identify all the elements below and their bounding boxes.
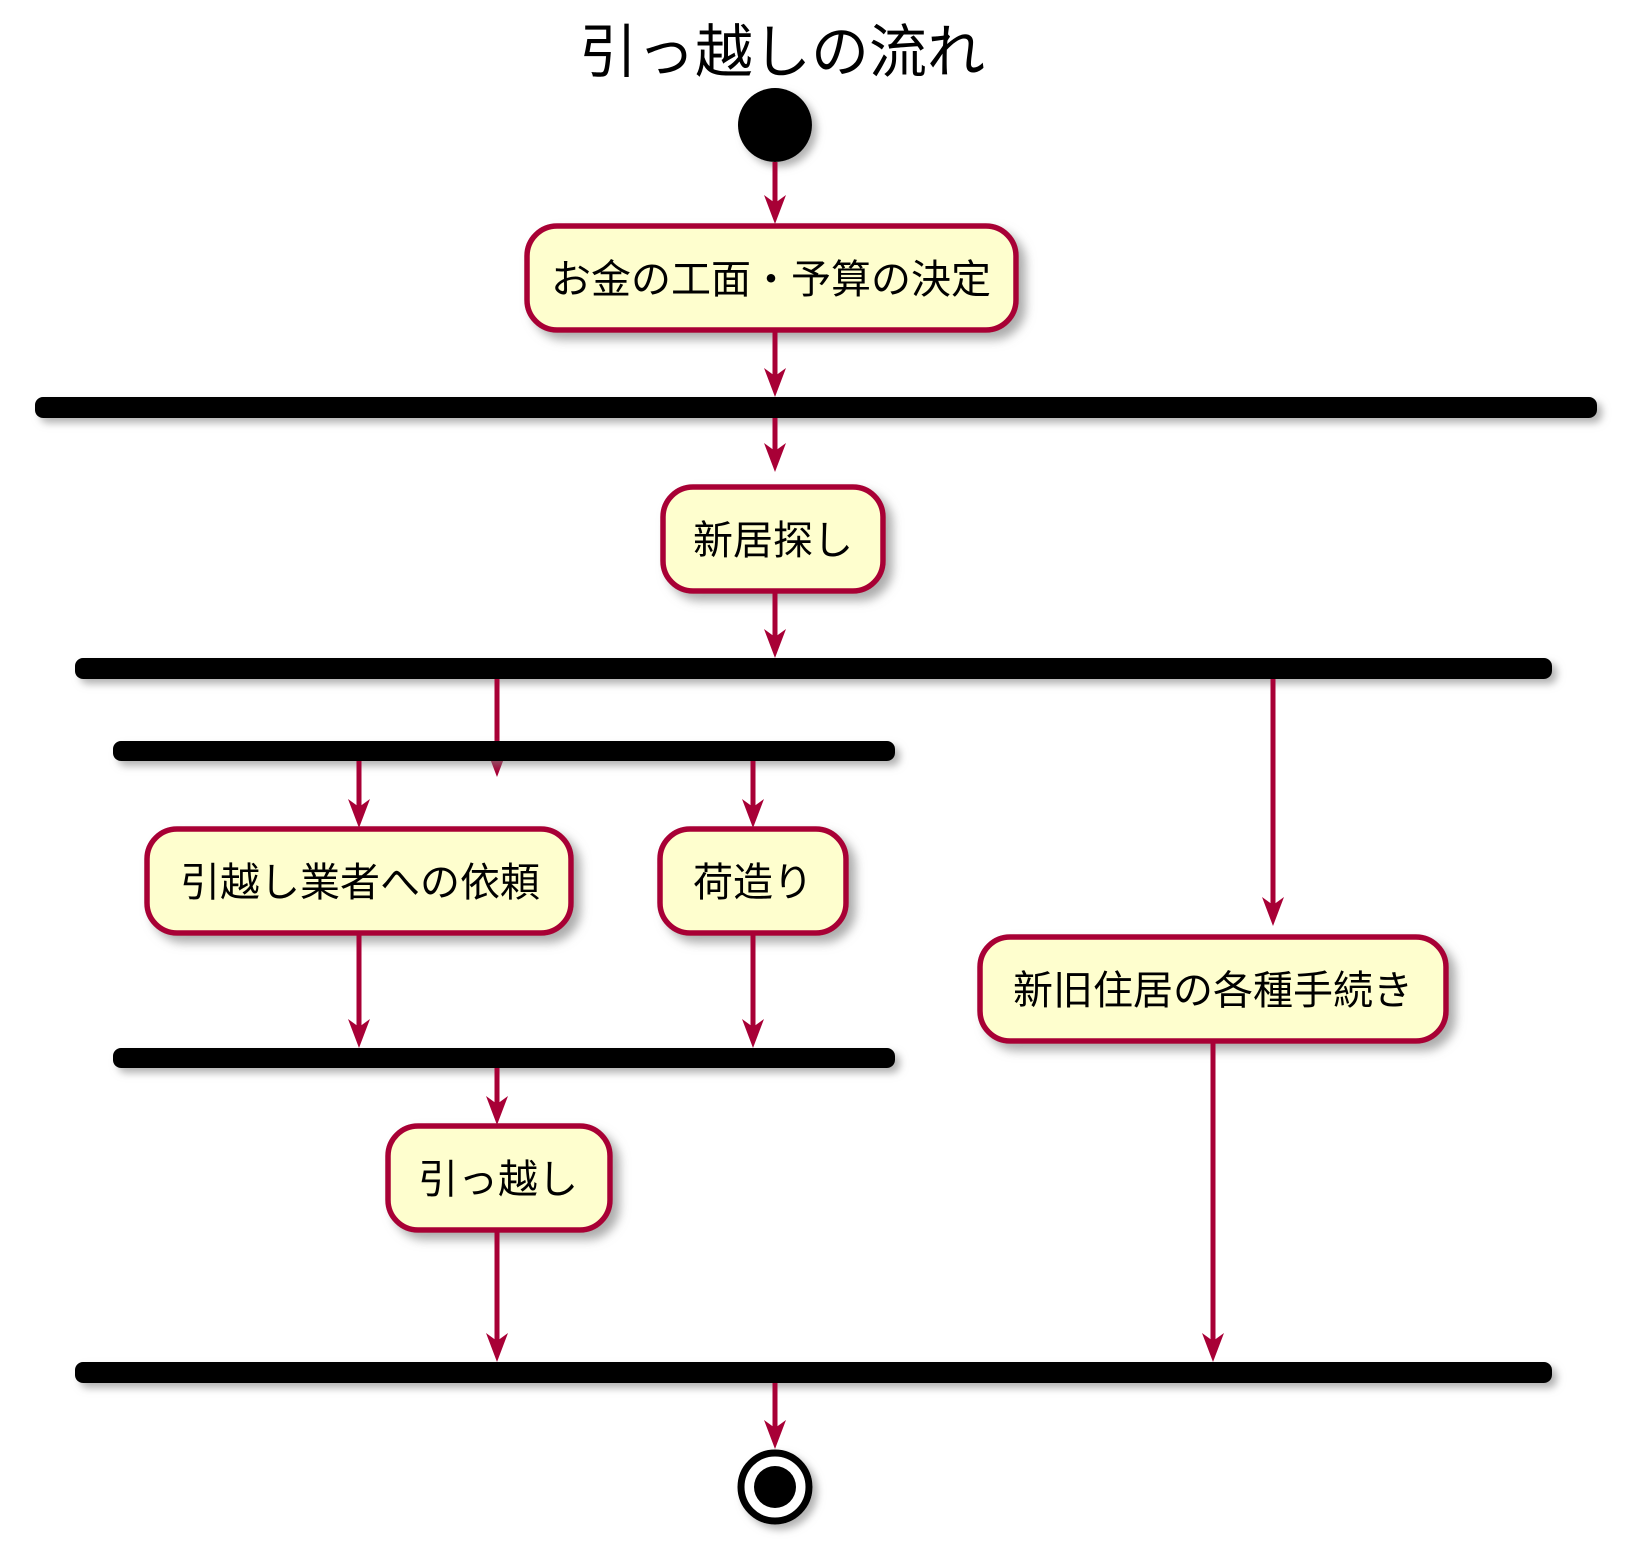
- activity-box-budget: [524, 223, 1019, 333]
- activity-label-mover: 引越し業者への依頼: [180, 860, 540, 906]
- fork-bar-2: [75, 658, 1552, 679]
- diagram-title: 引っ越しの流れ: [579, 18, 985, 86]
- fork-bar-3: [113, 741, 895, 761]
- edge-newhome-to-fork2: [764, 591, 786, 658]
- join-bar-2: [75, 1362, 1552, 1383]
- activity-label-procedures: 新旧住居の各種手続き: [1013, 968, 1413, 1014]
- edge-budget-to-fork1: [764, 330, 786, 397]
- edge-join1-to-move: [486, 1068, 508, 1125]
- activity-node-procedures[interactable]: 新旧住居の各種手続き: [977, 934, 1449, 1044]
- fork-bar-1: [35, 397, 1597, 418]
- activity-node-packing[interactable]: 荷造り: [657, 826, 849, 936]
- activity-label-packing: 荷造り: [693, 860, 813, 906]
- edge-start-to-budget: [764, 162, 786, 224]
- edge-fork2-to-procedures: [1262, 679, 1284, 926]
- edge-move-to-join2: [486, 1230, 508, 1362]
- join-bar-1: [113, 1048, 895, 1068]
- edge-packing-to-join1: [742, 933, 764, 1048]
- activity-label-new-home: 新居探し: [693, 518, 853, 564]
- activity-node-new-home[interactable]: 新居探し: [660, 484, 886, 594]
- end-node: [737, 1449, 813, 1525]
- edge-join2-to-end: [764, 1383, 786, 1449]
- start-node: [738, 88, 812, 162]
- activity-node-move[interactable]: 引っ越し: [385, 1123, 613, 1233]
- edge-fork2-to-fork3: [486, 679, 508, 777]
- activity-label-budget: お金の工面・予算の決定: [551, 257, 991, 303]
- activity-node-mover[interactable]: 引越し業者への依頼: [144, 826, 574, 936]
- activity-label-move: 引っ越し: [418, 1157, 578, 1203]
- edge-fork3-to-mover: [348, 761, 370, 828]
- edge-mover-to-join1: [348, 933, 370, 1048]
- edge-fork1-to-newhome: [764, 418, 786, 472]
- edge-procedures-to-join2: [1202, 1041, 1224, 1362]
- edge-fork3-to-packing: [742, 761, 764, 828]
- activity-node-budget[interactable]: お金の工面・予算の決定: [524, 223, 1019, 333]
